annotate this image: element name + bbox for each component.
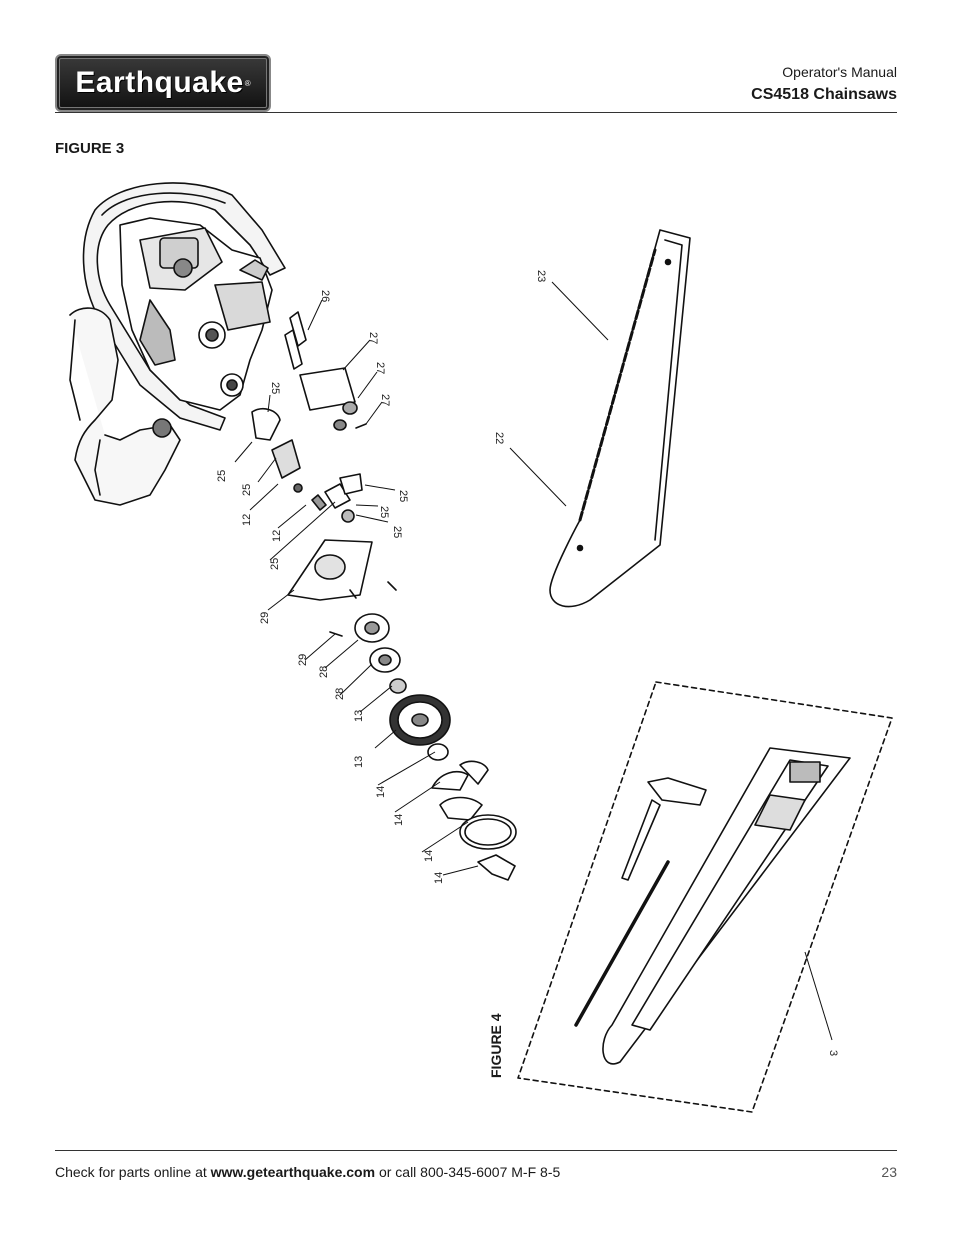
callout-29: 29 <box>297 654 309 666</box>
chainsaw-body-drawing <box>69 182 286 506</box>
figure-4-label: FIGURE 4 <box>488 1013 504 1078</box>
callout-23: 23 <box>535 270 547 282</box>
page-number: 23 <box>881 1164 897 1180</box>
callout-25: 25 <box>269 558 281 570</box>
brand-logo: Earthquake® <box>55 54 271 112</box>
callout-25: 25 <box>378 506 390 518</box>
callout-14: 14 <box>375 786 387 798</box>
callout-14: 14 <box>423 850 435 862</box>
callout-3: 3 <box>827 1050 839 1056</box>
callout-27: 27 <box>379 394 391 406</box>
callout-25: 25 <box>397 490 409 502</box>
callout-25: 25 <box>216 470 228 482</box>
callout-13: 13 <box>353 756 365 768</box>
footer-prefix: Check for parts online at <box>55 1164 211 1180</box>
callout-29: 29 <box>259 612 271 624</box>
callout-13: 13 <box>353 710 365 722</box>
callout-12: 12 <box>271 530 283 542</box>
callout-14: 14 <box>393 814 405 826</box>
callout-25: 25 <box>391 526 403 538</box>
callout-14: 14 <box>433 872 445 884</box>
logo-text: Earthquake <box>75 66 244 99</box>
registered-mark: ® <box>244 78 251 88</box>
model-title: CS4518 Chainsaws <box>751 86 897 103</box>
manual-title: Operator's Manual <box>782 64 897 80</box>
callouts: 26 27 27 27 25 25 25 12 12 25 25 25 25 2… <box>216 270 839 1056</box>
guide-bar-drawing <box>549 229 691 608</box>
footer-url-link[interactable]: www.getearthquake.com <box>210 1164 376 1180</box>
callout-28: 28 <box>334 688 346 700</box>
callout-26: 26 <box>319 290 331 302</box>
footer-suffix: or call 800-345-6007 M-F 8-5 <box>375 1164 561 1180</box>
callout-22: 22 <box>493 432 505 444</box>
footer-text: Check for parts online at www.getearthqu… <box>55 1164 560 1180</box>
callout-27: 27 <box>374 362 386 374</box>
exploded-parts <box>251 311 517 881</box>
footer-divider <box>55 1150 897 1151</box>
header-divider <box>55 112 897 113</box>
callout-12: 12 <box>241 514 253 526</box>
callout-27: 27 <box>367 332 379 344</box>
figure-3-label: FIGURE 3 <box>55 140 125 157</box>
figure-4-frame <box>517 681 893 1113</box>
callout-25: 25 <box>269 382 281 394</box>
file-drawing <box>574 860 670 1027</box>
leader-lines <box>234 281 833 1041</box>
bar-cover-drawing <box>602 747 851 1065</box>
wrench-drawing <box>621 777 707 881</box>
callout-28: 28 <box>318 666 330 678</box>
callout-25: 25 <box>241 484 253 496</box>
